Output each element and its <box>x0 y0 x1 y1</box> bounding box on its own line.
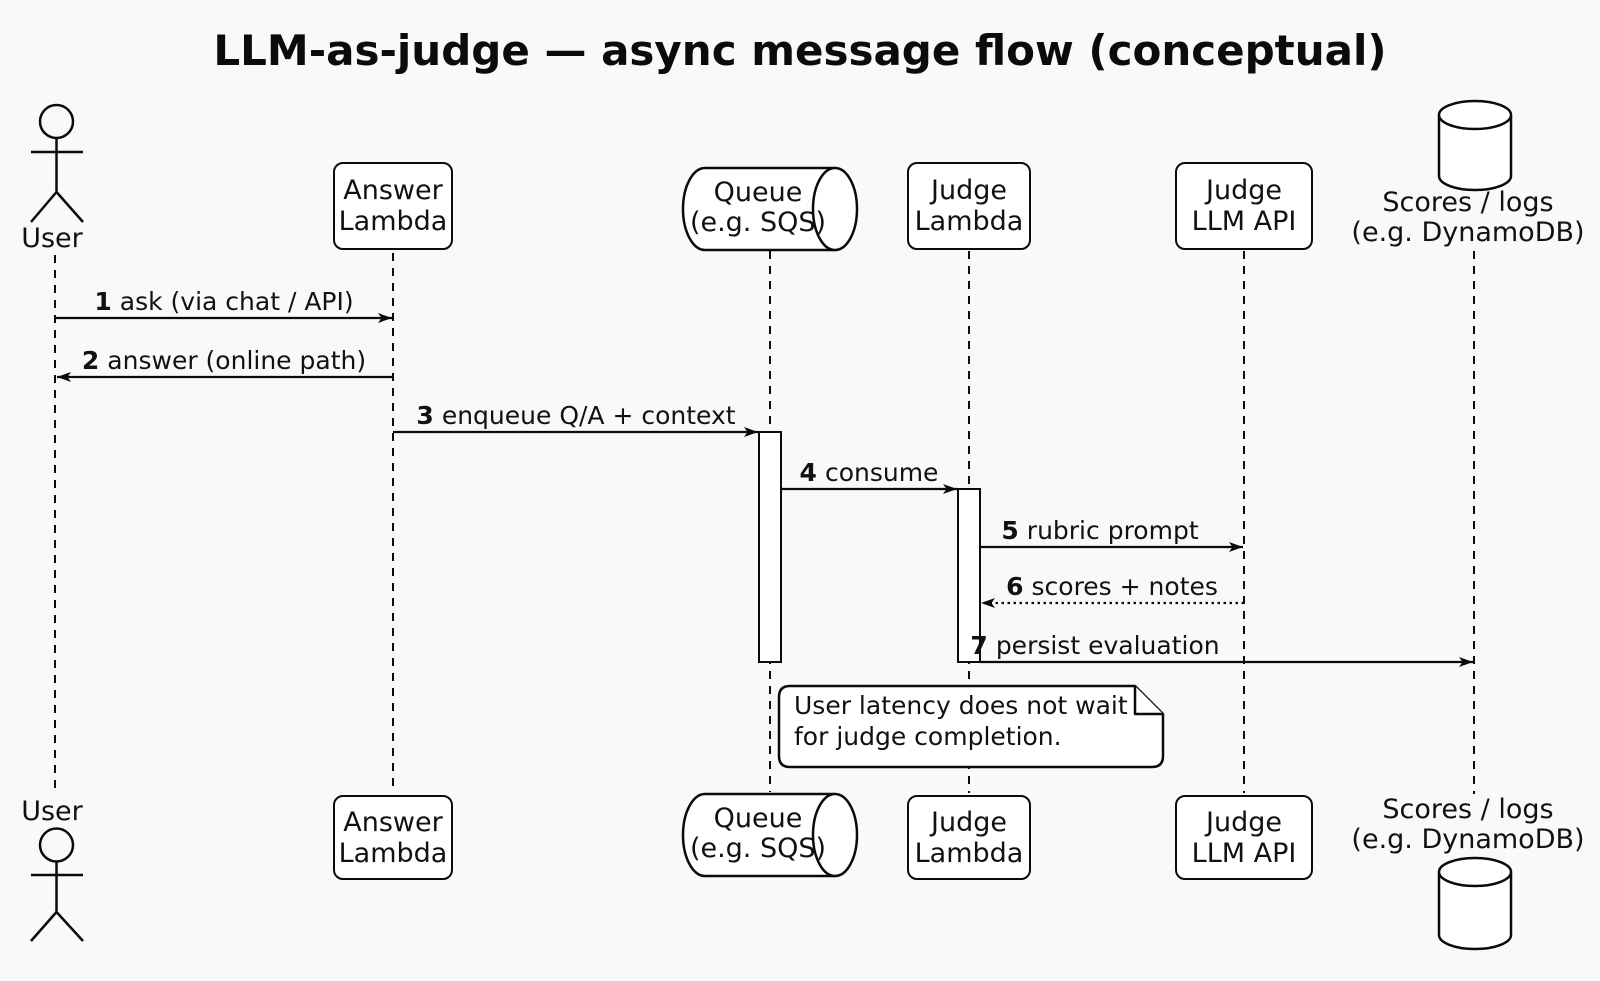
participant-label-line2: LLM API <box>1191 206 1297 237</box>
message-number: 7 <box>970 631 988 660</box>
message-number: 2 <box>81 346 100 375</box>
message-number: 1 <box>94 287 112 316</box>
participant-answer-lambda-top: Answer Lambda <box>333 162 453 250</box>
participant-label-line1: Judge <box>931 806 1007 838</box>
actor-head <box>38 827 75 863</box>
participant-label-line2: Lambda <box>914 837 1024 869</box>
participant-judge-llm-api-top: Judge LLM API <box>1175 162 1313 250</box>
participant-label-line1: Judge <box>1206 806 1282 838</box>
participant-label-line1: Judge <box>931 175 1007 206</box>
message-arrows <box>55 313 1473 667</box>
participant-answer-lambda-bottom: Answer Lambda <box>333 795 453 880</box>
judge-lambda-activation-bar <box>957 488 981 663</box>
participant-label-line1: Scores / logs <box>1382 187 1554 218</box>
participant-judge-lambda-top: Judge Lambda <box>907 162 1031 250</box>
participant-label-line2: LLM API <box>1191 837 1297 869</box>
message-text: scores + notes <box>1031 572 1218 601</box>
participant-label-line1: Judge <box>1206 175 1282 206</box>
message-text: ask (via chat / API) <box>119 287 354 316</box>
participant-label-scores-logs-top: Scores / logs (e.g. DynamoDB) <box>1328 188 1600 248</box>
participant-label-line2: (e.g. DynamoDB) <box>1351 217 1585 248</box>
participant-label-line2: Lambda <box>338 837 448 869</box>
message-text: enqueue Q/A + context <box>441 401 736 430</box>
message-number: 5 <box>1001 516 1019 545</box>
message-text: persist evaluation <box>995 631 1220 660</box>
message-number: 3 <box>416 401 434 430</box>
participant-label-line2: Lambda <box>914 206 1024 237</box>
participant-label-line2: Lambda <box>338 206 448 237</box>
participant-judge-llm-api-bottom: Judge LLM API <box>1175 795 1313 880</box>
note-shape <box>777 684 1165 769</box>
actor-head <box>38 103 75 140</box>
participant-label-line1: Queue <box>713 177 803 208</box>
message-text: answer (online path) <box>107 346 367 375</box>
user-actor-figure-top <box>30 103 84 223</box>
message-text: rubric prompt <box>1026 516 1199 545</box>
actor-leg-right <box>55 911 84 942</box>
actor-leg-right <box>55 191 84 223</box>
participant-label-line1: Queue <box>713 803 803 834</box>
participant-label-user-top: User <box>21 223 83 254</box>
participant-label-scores-logs-bottom: Scores / logs (e.g. DynamoDB) <box>1328 795 1600 855</box>
participant-label-line2: (e.g. SQS) <box>689 833 827 864</box>
database-cylinder-top <box>1437 99 1513 192</box>
queue-cylinder-top <box>681 166 859 252</box>
user-actor-figure-bottom <box>30 827 84 942</box>
message-number: 4 <box>799 458 817 487</box>
participant-label-line2: (e.g. DynamoDB) <box>1351 824 1585 855</box>
message-number: 6 <box>1006 572 1024 601</box>
database-cylinder-bottom <box>1437 856 1513 951</box>
participant-label-line1: Scores / logs <box>1382 794 1554 825</box>
queue-activation-bar <box>758 431 782 663</box>
diagram-title: LLM-as-judge — async message flow (conce… <box>213 26 1387 75</box>
note-dog-ear <box>1133 686 1163 716</box>
note-line2: for judge completion. <box>794 722 1062 751</box>
note-text: User latency does not wait for judge com… <box>794 690 1128 752</box>
participant-label-queue-bottom: Queue (e.g. SQS) <box>683 804 833 864</box>
message-text: consume <box>824 458 939 487</box>
participant-judge-lambda-bottom: Judge Lambda <box>907 795 1031 880</box>
participant-label-line1: Answer <box>343 175 443 206</box>
actor-leg-left <box>30 911 58 942</box>
participant-label-user-bottom: User <box>21 796 83 827</box>
participant-label-queue-top: Queue (e.g. SQS) <box>683 178 833 238</box>
actor-leg-left <box>30 191 58 223</box>
participant-label-line2: (e.g. SQS) <box>689 207 827 238</box>
queue-cylinder-bottom <box>681 792 859 878</box>
note-line1: User latency does not wait <box>794 691 1128 720</box>
participant-label-line1: Answer <box>343 806 443 838</box>
